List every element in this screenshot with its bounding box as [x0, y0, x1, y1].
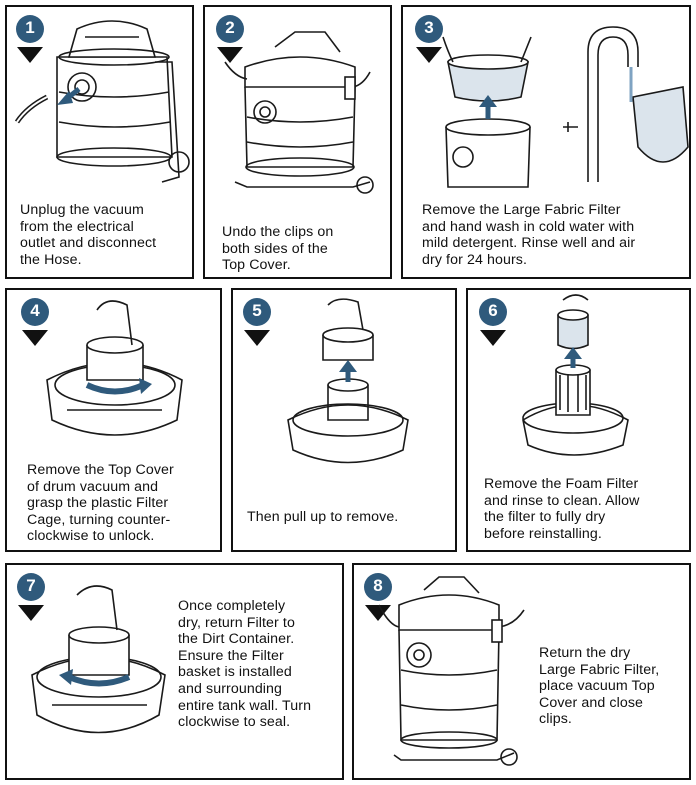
step-1-panel: 1 Unplug the vacuum from the electrical …	[5, 5, 194, 279]
unplug-hose-illustration	[14, 20, 190, 183]
step-6-panel: 6 Remove the Foam Filter and rinse to cl…	[466, 288, 691, 552]
step-7-panel: 7 Once completely dry, return Filter to …	[5, 563, 344, 780]
step-badge: 8	[363, 573, 393, 623]
wash-fabric-filter-illustration	[442, 26, 689, 188]
step-badge: 1	[15, 15, 45, 65]
remove-foam-filter-illustration	[522, 294, 629, 456]
step-caption: Once completely dry, return Filter to th…	[178, 598, 312, 731]
step-3-panel: 3 Remove the Large Fabric Filter and han…	[401, 5, 691, 279]
step-number: 3	[424, 18, 434, 37]
step-caption: Unplug the vacuum from the electrical ou…	[20, 202, 157, 268]
step-8-panel: 8 Return the dry Large Fabric Filter, pl…	[352, 563, 691, 780]
pull-up-cage-illustration	[287, 298, 409, 464]
undo-clips-illustration	[224, 31, 374, 194]
step-2-panel: 2 Undo the clips on both sides of the To…	[203, 5, 392, 279]
step-number: 5	[252, 301, 262, 320]
step-caption: Then pull up to remove.	[247, 509, 399, 525]
step-number: 1	[25, 18, 35, 37]
step-badge: 6	[478, 298, 508, 348]
step-badge: 4	[20, 298, 50, 348]
step-badge: 3	[414, 15, 444, 65]
twist-filter-cage-illustration	[46, 300, 183, 436]
step-badge: 5	[242, 298, 272, 348]
step-badge: 2	[215, 15, 245, 65]
close-clips-illustration	[378, 576, 525, 766]
step-number: 6	[488, 301, 498, 320]
step-number: 8	[373, 576, 383, 595]
step-number: 2	[225, 18, 235, 37]
step-caption: Remove the Large Fabric Filter and hand …	[422, 202, 636, 268]
step-5-panel: 5 Then pull up to remove.	[231, 288, 457, 552]
step-4-panel: 4 Remove the Top Cover of drum vacuum an…	[5, 288, 222, 552]
step-caption: Remove the Top Cover of drum vacuum and …	[27, 462, 174, 545]
step-number: 4	[30, 301, 40, 320]
step-caption: Remove the Foam Filter and rinse to clea…	[484, 476, 640, 542]
step-caption: Undo the clips on both sides of the Top …	[222, 224, 334, 274]
return-filter-illustration	[31, 585, 166, 734]
step-number: 7	[26, 576, 36, 595]
step-badge: 7	[16, 573, 46, 623]
step-caption: Return the dry Large Fabric Filter, plac…	[539, 645, 660, 728]
